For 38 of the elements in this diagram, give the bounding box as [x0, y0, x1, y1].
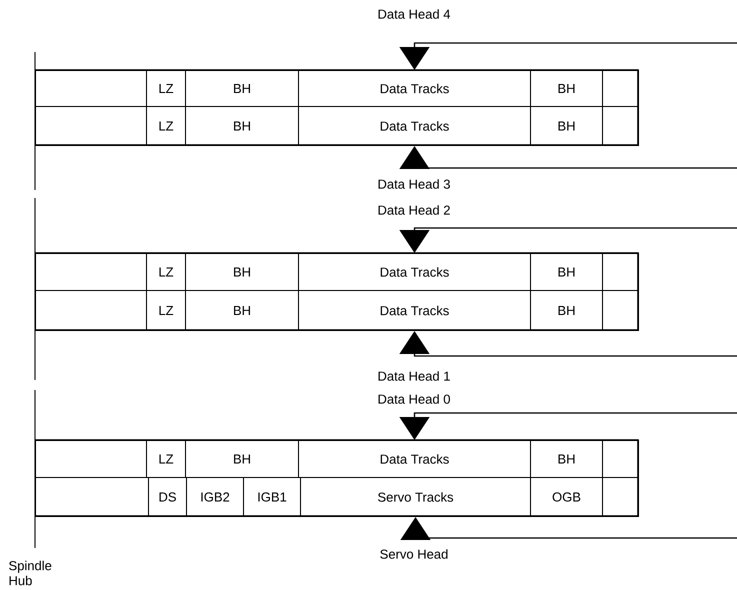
- track-cell: BH: [185, 253, 299, 291]
- empty-cell: [602, 477, 639, 517]
- track-cell: DS: [148, 477, 187, 517]
- track-cell: Data Tracks: [298, 106, 531, 146]
- empty-cell: [35, 290, 147, 331]
- track-cell: BH: [530, 290, 603, 331]
- track-cell: BH: [530, 106, 603, 146]
- empty-cell: [602, 290, 639, 331]
- track-cell: LZ: [146, 440, 186, 478]
- empty-cell: [602, 106, 639, 146]
- track-cell: Data Tracks: [298, 253, 531, 291]
- track-cell: IGB2: [186, 477, 244, 517]
- spindle-label: Spindle Hub: [9, 560, 52, 586]
- track-cell: Data Tracks: [298, 440, 531, 478]
- track-cell: Data Tracks: [298, 70, 531, 107]
- track-cell: IGB1: [243, 477, 301, 517]
- track-cell: BH: [185, 70, 299, 107]
- head-label: Data Head 3: [378, 179, 450, 189]
- track-cell: OGB: [530, 477, 603, 517]
- track-cell: Data Tracks: [298, 290, 531, 331]
- head-label: Data Head 4: [378, 9, 450, 19]
- empty-cell: [35, 477, 149, 517]
- track-cell: BH: [185, 106, 299, 146]
- track-cell: BH: [530, 253, 603, 291]
- head-label: Data Head 0: [378, 394, 450, 404]
- track-cell: BH: [530, 70, 603, 107]
- track-cell: BH: [185, 440, 299, 478]
- track-cell: LZ: [146, 253, 186, 291]
- head-label: Data Head 2: [378, 205, 450, 215]
- track-cell: BH: [185, 290, 299, 331]
- track-cell: LZ: [146, 70, 186, 107]
- track-cell: BH: [530, 440, 603, 478]
- empty-cell: [35, 106, 147, 146]
- track-cell: LZ: [146, 106, 186, 146]
- head-label: Data Head 1: [378, 371, 450, 381]
- head-label: Servo Head: [380, 549, 448, 559]
- track-cell: Servo Tracks: [300, 477, 531, 517]
- track-cell: LZ: [146, 290, 186, 331]
